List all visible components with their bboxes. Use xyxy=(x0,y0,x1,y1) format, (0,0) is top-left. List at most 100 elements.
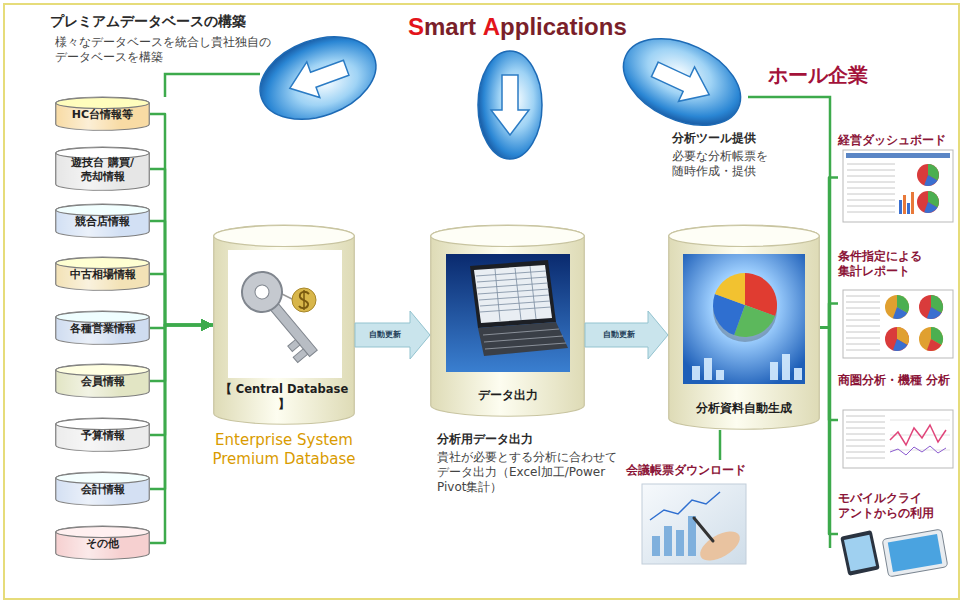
green-bracket-line xyxy=(165,74,260,97)
node-text: 分析資料自動生成 xyxy=(696,401,792,416)
report-thumbnail xyxy=(846,320,880,321)
flow-oval-arrow xyxy=(283,50,352,106)
report-thumbnail xyxy=(846,296,880,297)
cylinder-top xyxy=(56,365,150,376)
node-text: 会計情報 xyxy=(81,483,125,497)
report-thumbnail xyxy=(927,307,942,319)
pie-chart-picture xyxy=(692,354,802,380)
report-thumbnail xyxy=(846,326,880,327)
output-item: モバイルクライ アントからの利用 xyxy=(838,488,956,580)
cylinder-gloss xyxy=(56,147,150,190)
dashboard-thumbnail xyxy=(846,153,950,158)
annotation-text: 分析用データ出力 xyxy=(437,432,637,447)
laptop-picture xyxy=(446,254,570,372)
label-holder: 分析ツール提供 xyxy=(672,131,822,146)
laptop-picture xyxy=(470,260,556,328)
connector-line xyxy=(719,430,722,460)
area-analysis-thumbnail xyxy=(846,458,885,459)
title-word: Applications xyxy=(483,12,627,42)
output-item: 会議帳票ダウンロード xyxy=(626,460,772,568)
node-text: その他 xyxy=(86,537,119,551)
cylinder-top xyxy=(431,226,585,247)
mobile-device-picture xyxy=(888,534,942,572)
cylinder-body xyxy=(56,257,150,290)
laptop-picture xyxy=(477,283,548,288)
laptop-picture xyxy=(483,329,566,349)
report-thumbnail xyxy=(846,314,880,315)
cylinder-top xyxy=(56,527,150,538)
connector-line xyxy=(150,114,213,325)
node-text: 競合店情報 xyxy=(75,215,130,229)
pie-chart-picture xyxy=(683,254,805,384)
label-holder: プレミアムデータベースの構築 xyxy=(50,13,320,31)
output-item: 条件指定による 集計レポート xyxy=(838,246,956,361)
area-analysis-thumbnail xyxy=(846,416,885,417)
flow-oval-arrow xyxy=(478,51,542,159)
pie-chart-picture xyxy=(716,370,724,380)
laptop-picture xyxy=(476,271,546,276)
report-thumbnail xyxy=(843,290,953,358)
dashboard-thumbnail xyxy=(917,164,939,186)
meeting-report-picture xyxy=(652,536,660,556)
cylinder-body xyxy=(56,472,150,505)
report-thumbnail xyxy=(885,295,909,319)
cylinder-body xyxy=(56,97,150,130)
flow-oval-arrow xyxy=(647,52,717,112)
key-picture xyxy=(234,264,329,366)
annotation-text: 必要な分析帳票を 随時作成・提供 xyxy=(672,149,797,179)
report-thumbnail xyxy=(919,295,943,319)
area-analysis-thumbnail xyxy=(846,416,950,458)
dashboard-thumbnail xyxy=(847,206,895,207)
laptop-picture xyxy=(530,266,536,319)
source-database: 中古相場情報 xyxy=(55,257,150,291)
title-holder: Smart Applications xyxy=(408,12,708,42)
dashboard-thumbnail xyxy=(847,200,895,201)
edge-label-holder: 自動更新 xyxy=(601,330,637,340)
cylinder-top xyxy=(56,473,150,484)
cylinder-gloss xyxy=(56,311,150,344)
label-holder: 分析用データ出力 xyxy=(437,432,637,447)
block-arrow xyxy=(355,311,430,359)
report-thumbnail xyxy=(846,344,880,345)
report-thumbnail xyxy=(885,327,909,351)
cylinder-top xyxy=(214,226,355,247)
flow-oval-arrow xyxy=(491,75,529,135)
key-picture xyxy=(252,282,272,302)
title-word: Smart xyxy=(408,12,476,42)
cylinder-gloss xyxy=(56,97,150,130)
cylinder-body xyxy=(56,526,150,559)
diagram-title: Smart Applications xyxy=(408,12,708,42)
laptop-picture xyxy=(476,266,551,321)
source-database: 競合店情報 xyxy=(55,204,150,238)
cylinder-body xyxy=(56,147,150,190)
mobile-device-picture xyxy=(882,529,948,577)
laptop-picture xyxy=(479,295,549,300)
cylinder-body xyxy=(56,311,150,344)
node-text: 【 Central Database 】 xyxy=(213,382,355,411)
flow-oval-arrow xyxy=(478,51,542,159)
pie-chart-picture xyxy=(794,368,802,380)
cylinder-top xyxy=(56,205,150,216)
dashboard-thumbnail xyxy=(911,192,914,214)
dashboard-thumbnail xyxy=(924,202,937,213)
dashboard-thumbnail xyxy=(843,150,953,222)
dashboard-thumbnail xyxy=(903,195,906,214)
key-picture xyxy=(293,349,307,363)
flow-oval-arrow xyxy=(610,21,755,142)
annotation-text: ホール企業 xyxy=(768,63,928,88)
dashboard-thumbnail xyxy=(847,176,895,177)
database-cylinder: データ出力 xyxy=(430,225,585,417)
dashboard-thumbnail xyxy=(847,182,895,183)
cylinder-body xyxy=(669,225,820,429)
dashboard-thumbnail xyxy=(847,212,895,213)
meeting-report-picture xyxy=(688,516,696,556)
mobile-device-picture xyxy=(882,529,948,577)
connector-group xyxy=(150,114,838,543)
area-analysis-thumbnail xyxy=(846,452,885,453)
pie-chart-picture xyxy=(704,358,712,380)
laptop-picture xyxy=(495,269,500,321)
area-analysis-thumbnail xyxy=(846,440,885,441)
key-picture xyxy=(303,290,305,310)
